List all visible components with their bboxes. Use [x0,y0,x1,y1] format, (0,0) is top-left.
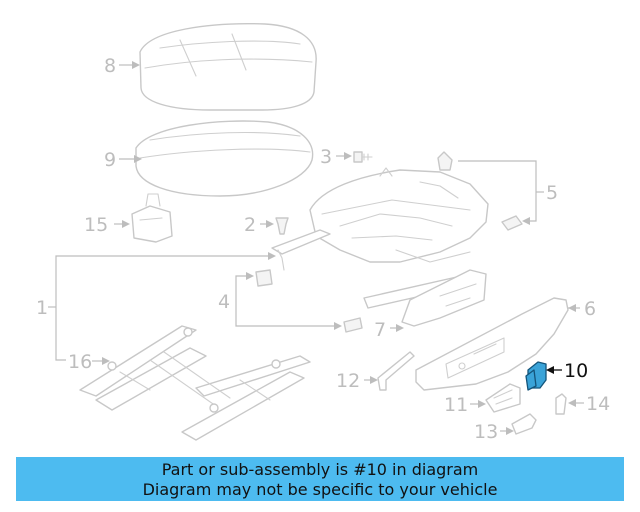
svg-text:4: 4 [218,291,230,313]
info-banner: Part or sub-assembly is #10 in diagram D… [16,457,624,501]
svg-text:16: 16 [68,351,92,373]
clip-lower [501,215,523,231]
callout-7: 7 [374,319,404,341]
callout-16: 16 [68,351,110,373]
svg-text:5: 5 [546,182,558,204]
callout-11: 11 [444,394,486,416]
seat-switch [485,383,521,413]
seat-cushion-cover [135,120,314,197]
svg-text:7: 7 [374,319,386,341]
callout-15: 15 [84,214,130,236]
switch-knob [511,413,537,435]
seat-sensor-bracket [131,193,173,243]
svg-text:1: 1 [36,297,48,319]
callout-10: 10 [546,360,588,382]
svg-text:12: 12 [336,370,360,392]
svg-text:11: 11 [444,394,468,416]
svg-text:3: 3 [320,146,332,168]
seat-frame [309,167,489,263]
seat-rail-upper [271,229,331,271]
callout-13: 13 [474,421,514,443]
callout-5: 5 [458,160,558,225]
svg-text:8: 8 [104,55,116,77]
switch-knob-small [555,393,567,415]
callout-1: 1 [36,252,276,361]
callout-2: 2 [244,214,274,236]
svg-text:9: 9 [104,149,116,171]
callout-4: 4 [218,272,342,330]
banner-line-1: Part or sub-assembly is #10 in diagram [161,460,479,479]
mounting-bracket [377,351,415,391]
seat-track-assembly [79,325,311,441]
callout-12: 12 [336,370,378,392]
callout-8: 8 [104,55,140,77]
callout-3: 3 [320,146,352,168]
outer-side-shield [415,297,569,391]
callout-9: 9 [104,149,142,171]
parts-diagram: 8 9 15 3 2 [36,23,610,443]
push-clip [275,217,289,235]
clip-upper [437,151,453,171]
svg-text:13: 13 [474,421,498,443]
highlighted-part-10 [525,361,547,391]
clip-4-upper [255,269,273,287]
callout-14: 14 [568,393,610,415]
banner-line-2: Diagram may not be specific to your vehi… [142,480,498,499]
svg-text:2: 2 [244,214,256,236]
svg-text:15: 15 [84,214,108,236]
seat-cushion-pad [139,23,317,111]
svg-text:10: 10 [564,360,588,382]
clip-4-lower [343,317,363,333]
inner-side-cover [363,269,487,327]
svg-text:14: 14 [586,393,610,415]
svg-text:6: 6 [584,298,596,320]
callout-6: 6 [568,298,596,320]
bolt [353,151,373,163]
